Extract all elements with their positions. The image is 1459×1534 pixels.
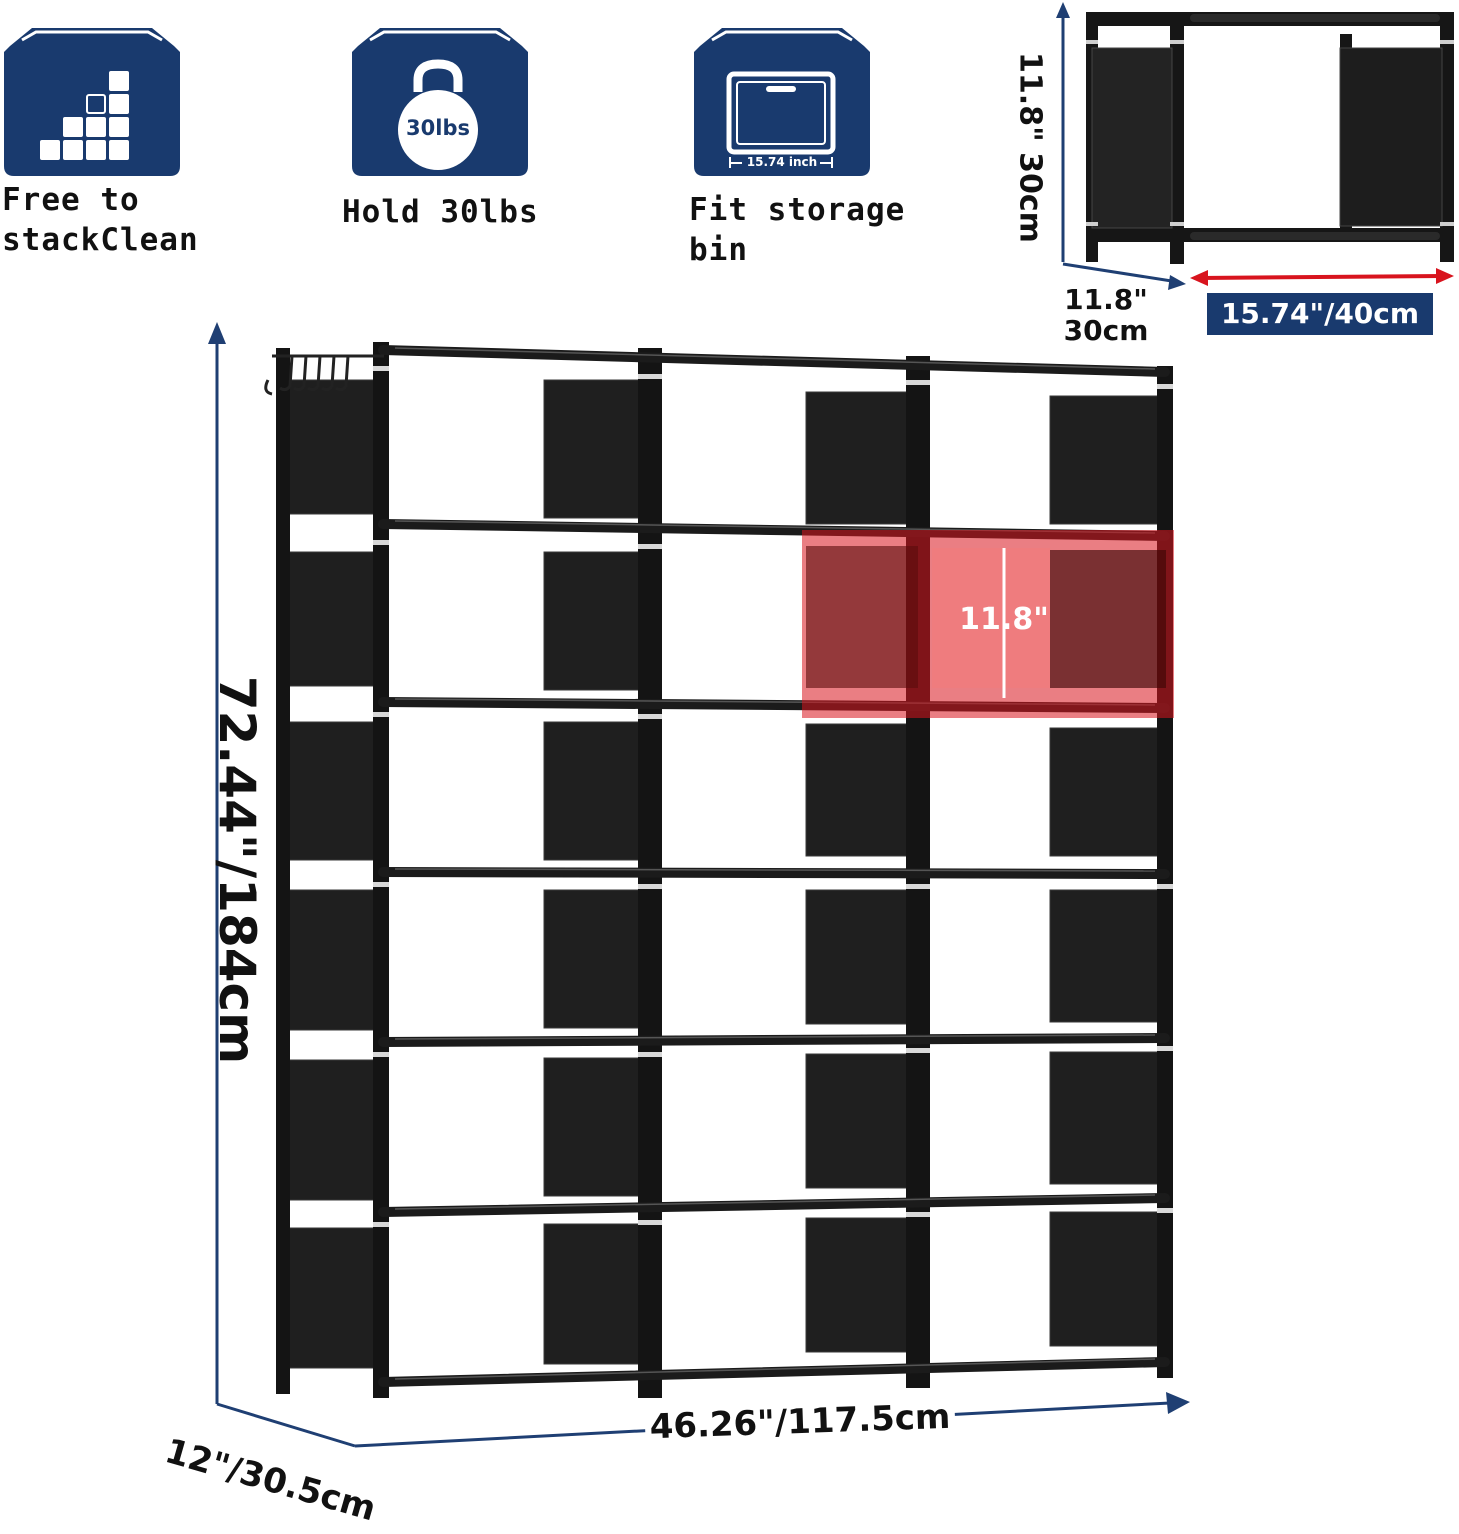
- cube-depth-label-cm: 30cm: [1063, 314, 1149, 347]
- cube-depth-label-in: 11.8": [1064, 283, 1148, 316]
- feature-label-stack: Free to stackClean: [2, 182, 199, 258]
- storage-bin-icon: [692, 26, 872, 178]
- kettlebell-icon: [350, 26, 530, 178]
- feature-label-storage: Fit storage bin: [689, 192, 906, 268]
- shelf-illustration: [208, 322, 1190, 1448]
- kettlebell-weight-text: 30lbs: [406, 116, 470, 140]
- storage-bin-size-text: 15.74 inch: [746, 155, 818, 169]
- stack-cubes-icon: [2, 26, 182, 178]
- cube-inner-height-label: 11.8": [959, 602, 1049, 637]
- feature-label-weight: Hold 30lbs: [342, 194, 539, 230]
- single-cube-diagram: [1040, 0, 1459, 340]
- cube-width-badge: 15.74"/40cm: [1207, 293, 1433, 335]
- shelf-height-label: 72.44"/184cm: [208, 675, 266, 1065]
